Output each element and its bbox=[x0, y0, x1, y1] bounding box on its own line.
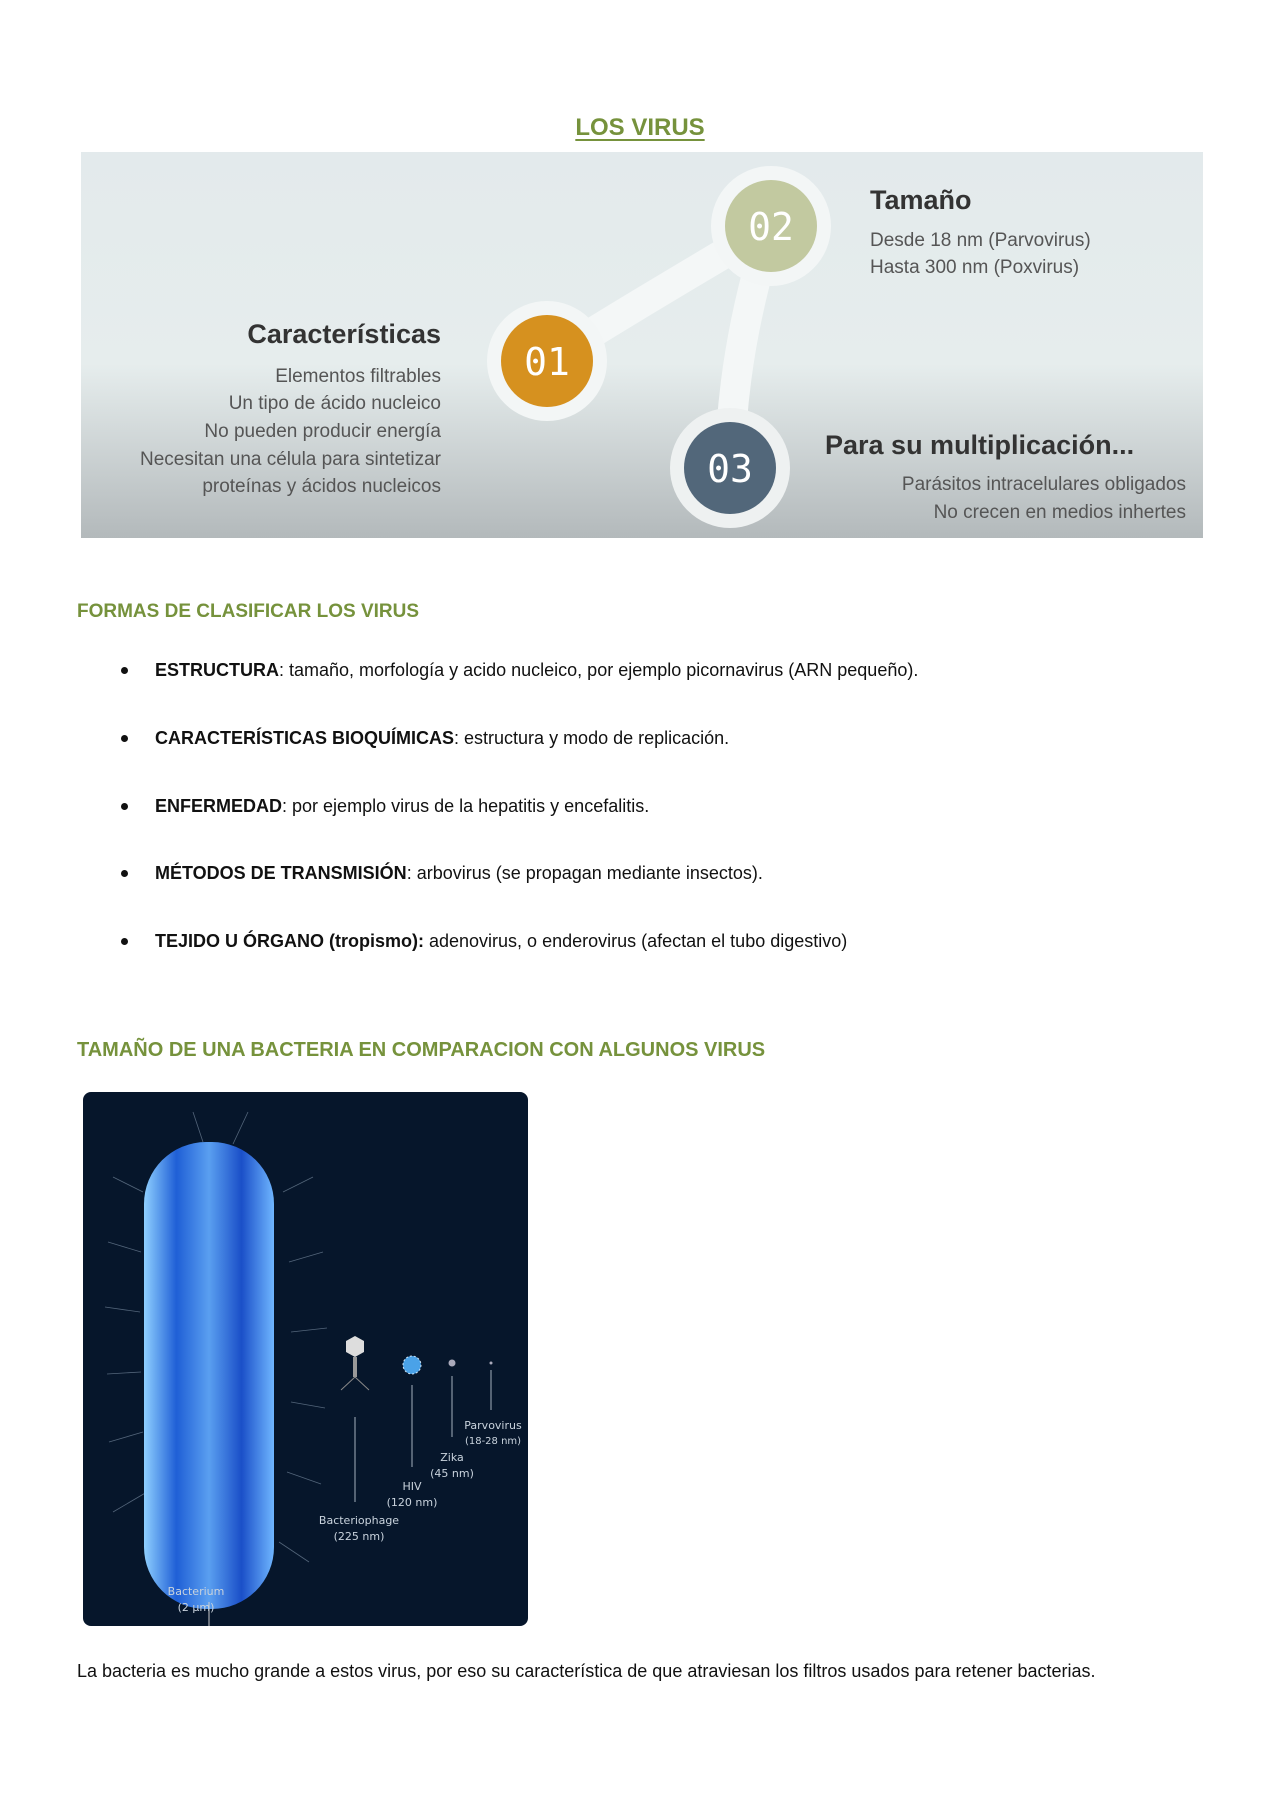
step-03-line: Parásitos intracelulares obligados bbox=[902, 474, 1186, 495]
zika-label: Zika bbox=[440, 1451, 464, 1464]
step-01-line: No pueden producir energía bbox=[204, 421, 441, 442]
step-01-heading: Características bbox=[247, 319, 441, 349]
zika-size: (45 nm) bbox=[430, 1467, 474, 1480]
section-heading-size-comparison: TAMAÑO DE UNA BACTERIA EN COMPARACION CO… bbox=[77, 1039, 766, 1061]
list-item-description: arbovirus (se propagan mediante insectos… bbox=[411, 863, 763, 883]
list-item-text: TEJIDO U ÓRGANO (tropismo): adenovirus, … bbox=[155, 929, 847, 953]
parvovirus-icon bbox=[489, 1361, 493, 1365]
zika-icon bbox=[448, 1359, 456, 1367]
list-item-description: por ejemplo virus de la hepatitis y ence… bbox=[287, 796, 650, 816]
banner-background bbox=[81, 152, 1203, 538]
bacterium-body bbox=[144, 1142, 274, 1609]
list-item-separator: : bbox=[282, 796, 288, 816]
page-title: LOS VIRUS bbox=[575, 114, 705, 141]
list-item-separator: : bbox=[279, 660, 285, 680]
step-01-line: Necesitan una célula para sintetizar bbox=[140, 449, 442, 470]
bacteria-virus-size-figure: Bacterium (2 µm) Bacteriophage (225 nm) … bbox=[83, 1092, 528, 1626]
list-item-separator: : bbox=[454, 728, 460, 748]
list-item-text: ESTRUCTURA: tamaño, morfología y acido n… bbox=[155, 658, 918, 682]
list-item-description: tamaño, morfología y acido nucleico, por… bbox=[284, 660, 919, 680]
step-02-line: Desde 18 nm (Parvovirus) bbox=[870, 230, 1091, 251]
bullet-icon bbox=[121, 938, 128, 945]
step-02-circle bbox=[725, 180, 817, 272]
bullet-icon bbox=[121, 667, 128, 674]
list-item-separator: : bbox=[406, 863, 412, 883]
bacteriophage-label: Bacteriophage bbox=[319, 1514, 399, 1527]
list-item-term: TEJIDO U ÓRGANO (tropismo): bbox=[155, 931, 424, 951]
parvovirus-size: (18-28 nm) bbox=[465, 1436, 521, 1447]
parvovirus-label: Parvovirus bbox=[464, 1419, 522, 1432]
bacteriophage-size: (225 nm) bbox=[334, 1530, 385, 1543]
hiv-size: (120 nm) bbox=[387, 1496, 438, 1509]
bullet-icon bbox=[121, 870, 128, 877]
bullet-icon bbox=[121, 735, 128, 742]
step-03-circle bbox=[684, 422, 776, 514]
list-item-term: MÉTODOS DE TRANSMISIÓN bbox=[155, 863, 407, 883]
hiv-icon bbox=[402, 1355, 422, 1375]
step-01-line: Un tipo de ácido nucleico bbox=[229, 393, 441, 414]
list-item-description: adenovirus, o enderovirus (afectan el tu… bbox=[424, 931, 848, 951]
list-item-text: ENFERMEDAD: por ejemplo virus de la hepa… bbox=[155, 794, 649, 818]
step-03-heading: Para su multiplicación... bbox=[825, 430, 1134, 460]
step-01-circle bbox=[501, 315, 593, 407]
step-02-number: 02 bbox=[748, 205, 794, 249]
virus-characteristics-banner: 02 01 03 Tamaño Desde 18 nm (Parvovirus)… bbox=[81, 152, 1203, 538]
bacterium-label: Bacterium bbox=[168, 1585, 225, 1598]
hiv-label: HIV bbox=[402, 1480, 422, 1493]
section-heading-classification: FORMAS DE CLASIFICAR LOS VIRUS bbox=[77, 601, 420, 622]
list-item-term: ESTRUCTURA bbox=[155, 660, 279, 680]
list-item-text: MÉTODOS DE TRANSMISIÓN: arbovirus (se pr… bbox=[155, 861, 763, 885]
step-03-line: No crecen en medios inhertes bbox=[934, 502, 1186, 523]
bacterium-size: (2 µm) bbox=[178, 1601, 215, 1614]
step-01-line: proteínas y ácidos nucleicos bbox=[202, 476, 441, 497]
step-02-heading: Tamaño bbox=[870, 185, 972, 215]
step-01-number: 01 bbox=[524, 340, 570, 384]
step-02-line: Hasta 300 nm (Poxvirus) bbox=[870, 257, 1079, 278]
list-item-text: CARACTERÍSTICAS BIOQUÍMICAS: estructura … bbox=[155, 726, 729, 750]
bullet-icon bbox=[121, 803, 128, 810]
step-03-number: 03 bbox=[707, 447, 753, 491]
list-item-description: estructura y modo de replicación. bbox=[459, 728, 730, 748]
list-item-term: CARACTERÍSTICAS BIOQUÍMICAS bbox=[155, 728, 455, 748]
conclusion-paragraph: La bacteria es mucho grande a estos viru… bbox=[77, 1661, 1096, 1681]
step-01-line: Elementos filtrables bbox=[275, 366, 441, 387]
list-item-term: ENFERMEDAD bbox=[155, 796, 283, 816]
flagella bbox=[104, 1111, 328, 1563]
bacteriophage-icon bbox=[340, 1336, 370, 1391]
